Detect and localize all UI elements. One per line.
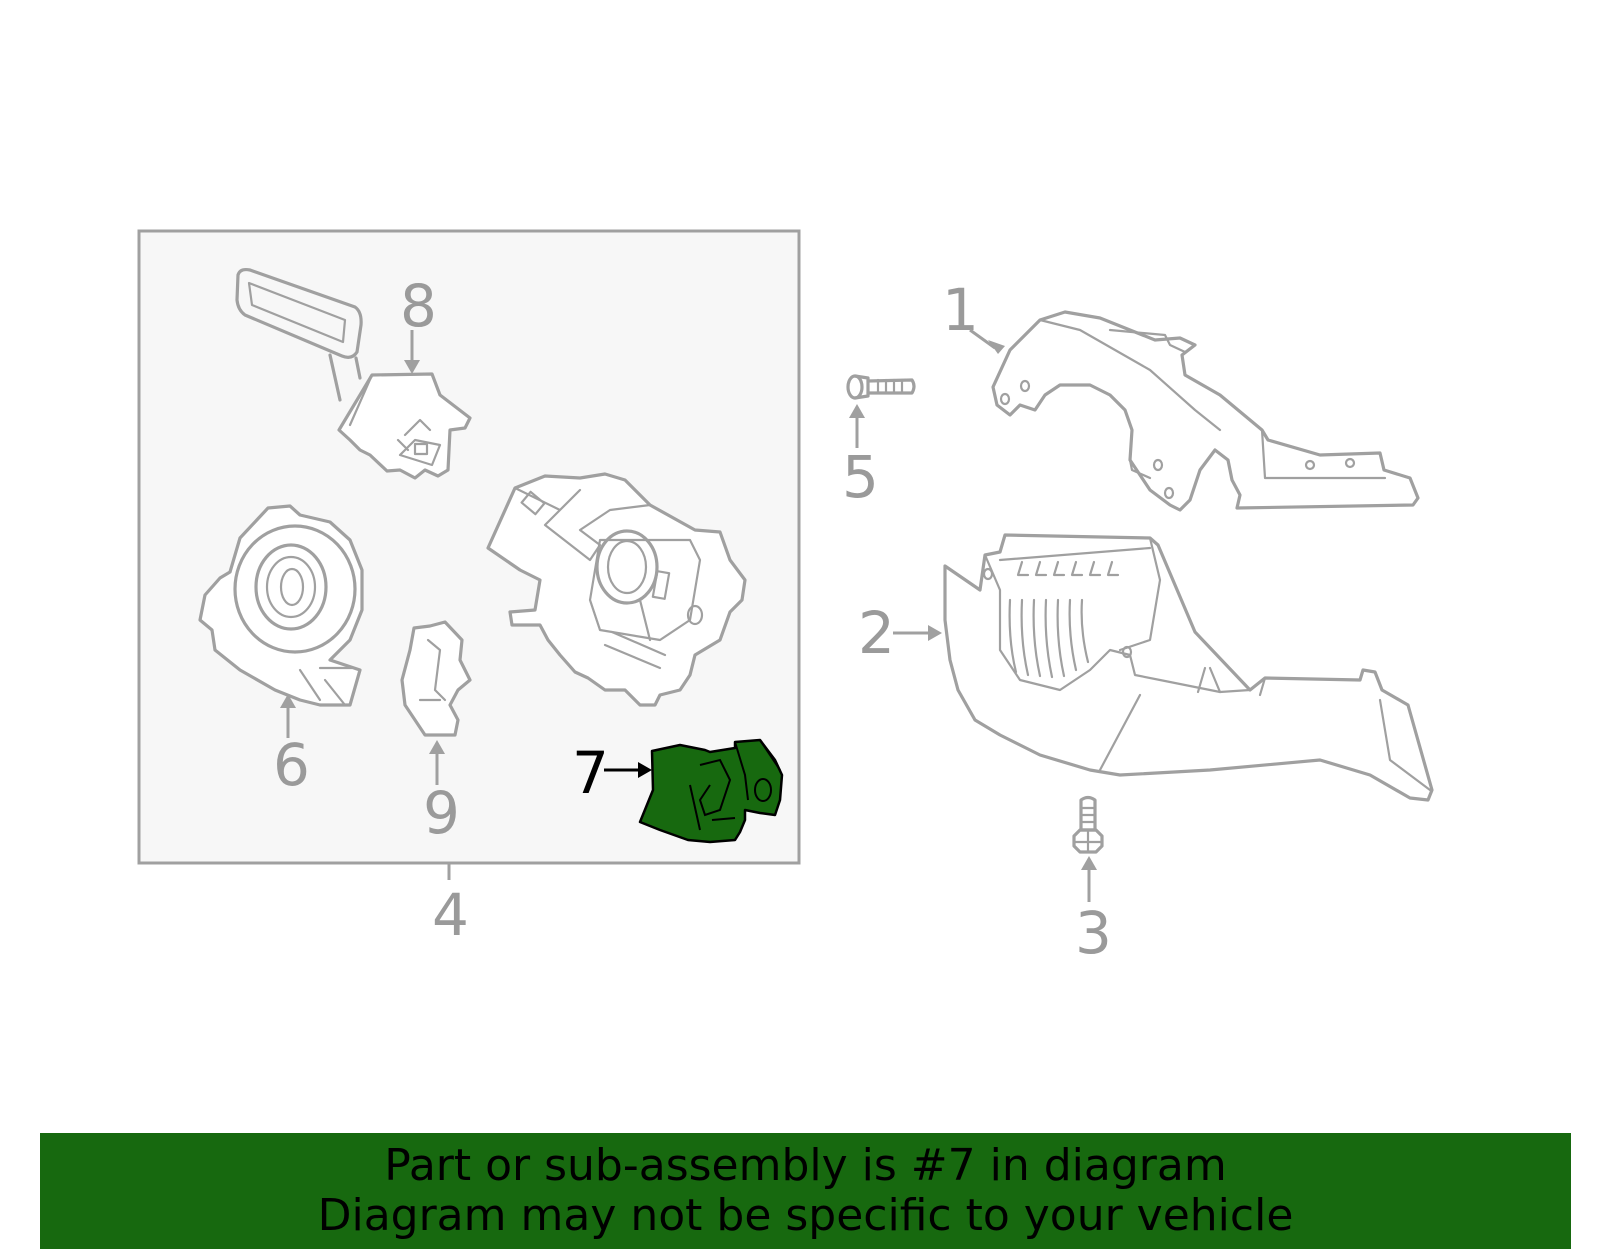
callout-8: 8: [400, 272, 437, 374]
part-5-screw[interactable]: [846, 374, 916, 400]
banner-line-2: Diagram may not be specific to your vehi…: [317, 1190, 1294, 1241]
callout-9: 9: [423, 740, 460, 847]
callout-6: 6: [273, 694, 310, 799]
callout-4: 4: [432, 881, 469, 949]
part-9-bracket[interactable]: [400, 620, 472, 737]
svg-text:8: 8: [400, 272, 437, 340]
svg-text:2: 2: [858, 599, 895, 667]
part-7-highlighted[interactable]: [638, 738, 784, 844]
part-2-lower-cover[interactable]: [943, 533, 1434, 802]
svg-text:3: 3: [1075, 899, 1112, 967]
svg-text:6: 6: [273, 731, 310, 799]
svg-text:4: 4: [432, 881, 469, 949]
callout-5: 5: [842, 404, 879, 511]
callout-7: 7: [572, 739, 652, 807]
callout-2: 2: [858, 599, 942, 667]
callout-3: 3: [1075, 856, 1112, 967]
part-3-bolt[interactable]: [1072, 795, 1104, 854]
part-4-control-module[interactable]: [486, 472, 747, 707]
banner-line-1: Part or sub-assembly is #7 in diagram: [384, 1140, 1227, 1191]
callout-1: 1: [942, 276, 1005, 354]
part-8-lever-switch[interactable]: [235, 267, 472, 480]
svg-text:7: 7: [572, 739, 609, 807]
part-6-clock-spring[interactable]: [198, 504, 364, 707]
svg-text:9: 9: [423, 779, 460, 847]
svg-text:5: 5: [842, 443, 879, 511]
info-banner: Part or sub-assembly is #7 in diagram Di…: [40, 1133, 1571, 1249]
part-1-upper-cover[interactable]: [991, 310, 1420, 512]
